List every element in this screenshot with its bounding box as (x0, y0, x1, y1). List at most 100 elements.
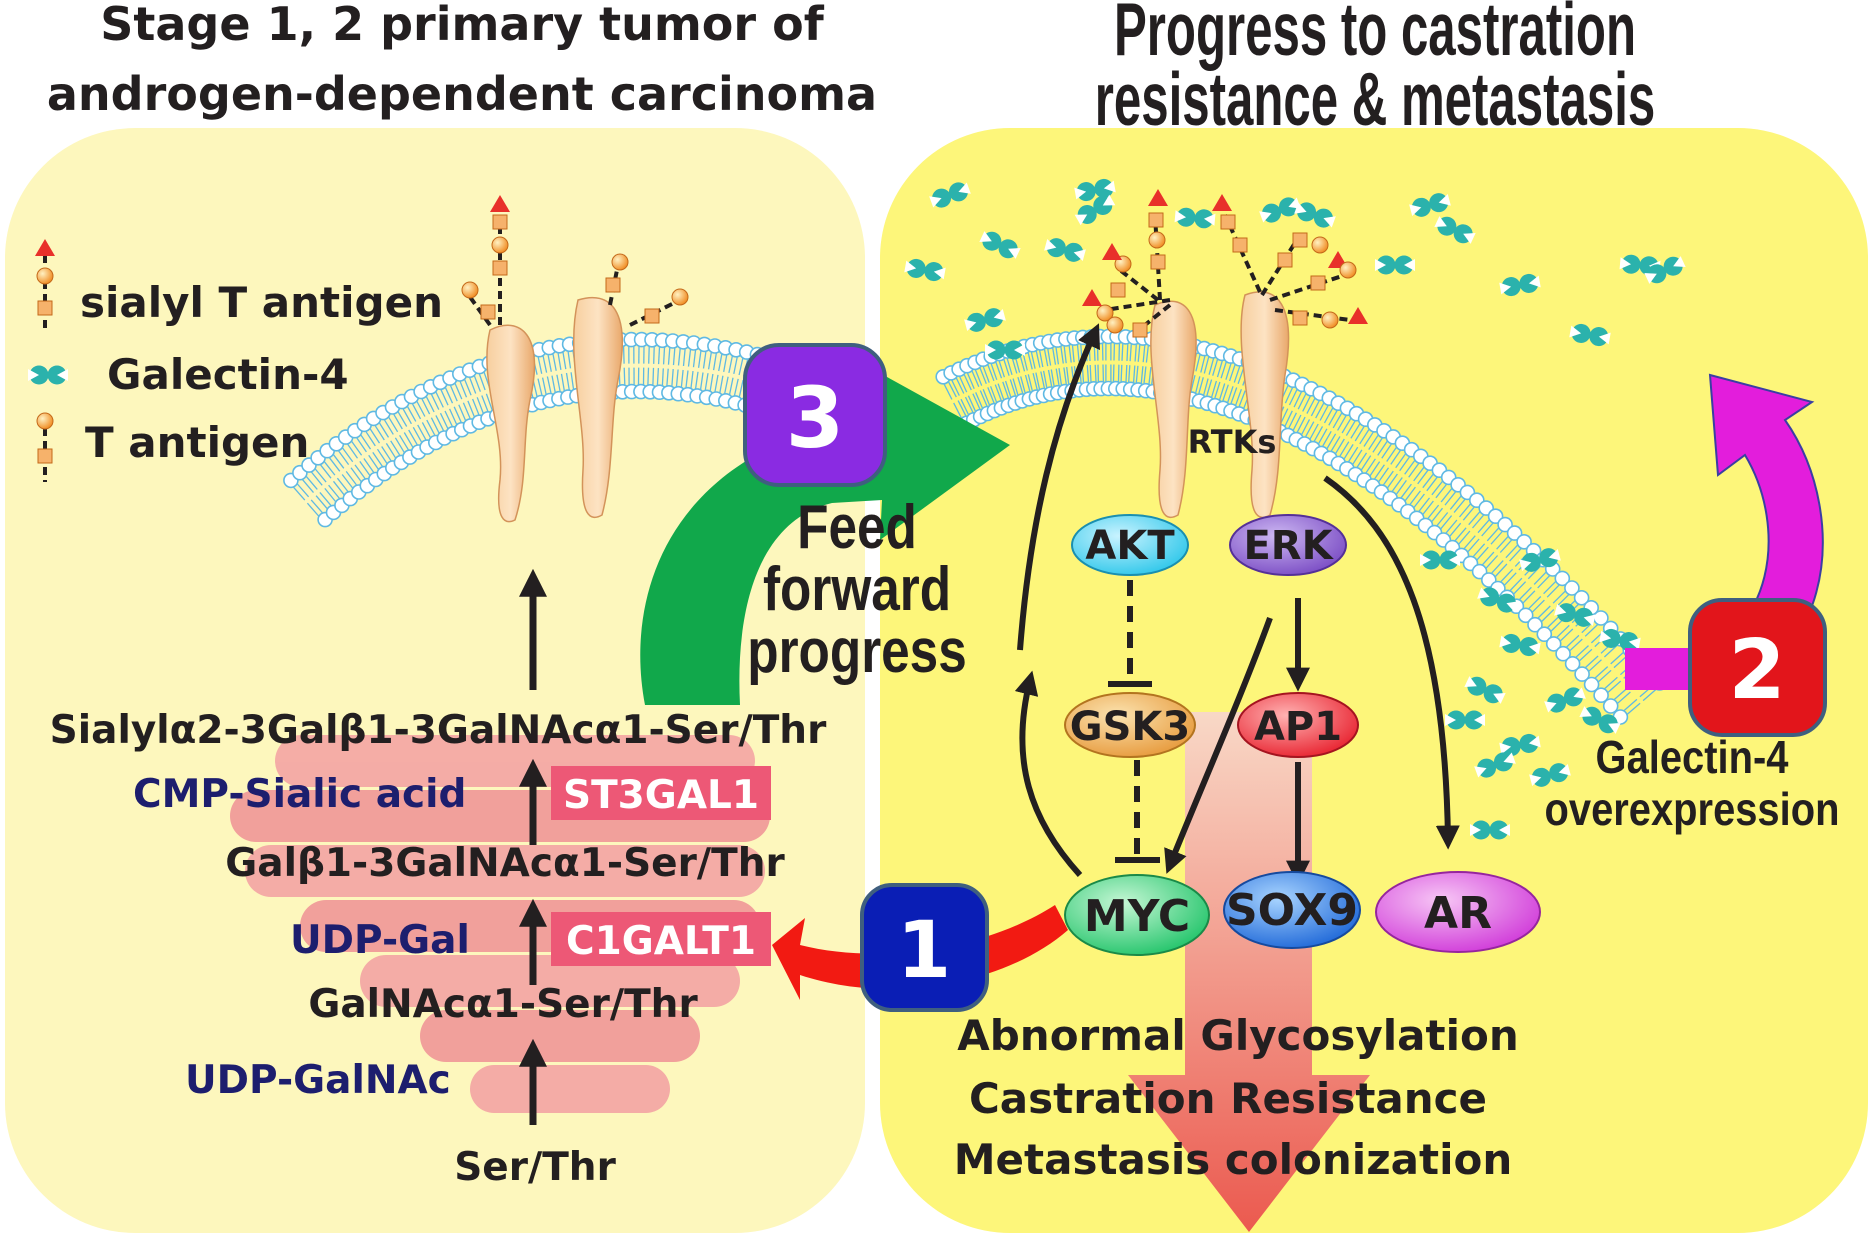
lipid-tail (1315, 402, 1325, 419)
lipid-tail (1409, 490, 1421, 505)
lipid-head (1573, 589, 1590, 606)
lipid-head (1554, 570, 1571, 587)
lipid-tail (738, 358, 744, 376)
lipid-tail (332, 454, 345, 469)
lipid-tail (1454, 527, 1467, 542)
lipid-tail (1481, 522, 1494, 537)
lipid-tail (416, 401, 426, 417)
lipid-tail (975, 392, 983, 409)
node-gsk3-label: GSK3 (1070, 704, 1190, 750)
lipid-tail (1395, 480, 1407, 495)
lipid-tail (473, 375, 482, 392)
lipid-tail (1604, 676, 1618, 690)
lipid-tail (1444, 491, 1457, 506)
lipid-tail (1594, 666, 1609, 679)
lipid-tail (1537, 575, 1551, 589)
lipid-tail (1449, 522, 1462, 537)
lipid-tail (1391, 477, 1403, 492)
lipid-tail (1352, 449, 1363, 465)
node-akt-label: AKT (1085, 523, 1175, 569)
lipid-tail (1537, 605, 1551, 619)
lipid-tail (1198, 377, 1204, 394)
lipid-tail (1477, 519, 1490, 534)
lipid-tail (963, 374, 972, 391)
lipid-tail (1121, 343, 1124, 361)
lipid-tail (476, 397, 484, 414)
lipid-tail (552, 353, 557, 371)
lipid-tail (1135, 365, 1139, 383)
lipid-head (1602, 698, 1619, 714)
node-erk-label: ERK (1243, 523, 1334, 569)
lipid-tail (1566, 634, 1580, 648)
lipid-tail (1128, 365, 1131, 383)
lipid-tail (1330, 436, 1341, 452)
lipid-tail (1613, 655, 1628, 669)
lipid-tail (1066, 367, 1070, 385)
lipid-tail (998, 360, 1006, 378)
outcome-arrow (1128, 712, 1370, 1232)
lipid-tail (1022, 353, 1028, 371)
node-erk: ERK (1229, 514, 1347, 576)
lipid-tail (556, 374, 561, 392)
node-gsk3: GSK3 (1064, 692, 1196, 758)
lipid-tail (1509, 548, 1522, 562)
lipid-tail (1063, 367, 1067, 385)
lipid-tail (1513, 581, 1527, 595)
lipid-tail (1322, 430, 1332, 447)
node-ap1-label: AP1 (1254, 704, 1342, 750)
lipid-tail (1491, 560, 1504, 574)
lipid-tail (647, 367, 650, 385)
lipid-tail (662, 347, 666, 365)
lipid-tail (408, 429, 418, 446)
lipid-tail (1560, 628, 1574, 642)
lipid-tail (1326, 433, 1337, 449)
lipid-tail (1042, 370, 1048, 388)
lipid-tail (1292, 414, 1302, 431)
lipid-tail (1496, 536, 1509, 550)
lipid-tail (712, 353, 717, 371)
lipid-tail (1588, 659, 1602, 672)
lipid-head (1536, 626, 1553, 643)
lipid-tail (1404, 460, 1416, 475)
lipid-tail (1617, 691, 1631, 704)
lipid-tail (372, 452, 383, 467)
lipid-tail (652, 367, 655, 385)
lipid-tail (699, 372, 704, 390)
lipid-tail (1313, 426, 1324, 442)
feed-forward-line1: Feed (797, 492, 917, 562)
lipid-tail (360, 434, 372, 450)
lipid-tail (1120, 364, 1123, 382)
lipid-tail (421, 422, 431, 438)
lipid-tail (1350, 423, 1361, 439)
lipid-tail (537, 378, 543, 396)
legend: sialyl T antigen Galectin-4 T antigen (28, 239, 443, 482)
lipid-tail (1459, 503, 1471, 518)
lipid-tail (403, 432, 414, 448)
lipid-tail (1208, 358, 1215, 375)
lipid-tail (623, 367, 626, 385)
lipid-tail (1343, 444, 1354, 460)
lipid-tail (1509, 577, 1523, 591)
lipid-tail (1233, 366, 1241, 383)
left-title-line1: Stage 1, 2 primary tumor of (100, 0, 824, 51)
lipid-tail (449, 385, 458, 402)
lipid-tail (1467, 538, 1480, 553)
lipid-tail (1462, 506, 1475, 521)
lipid-tail (1422, 500, 1434, 515)
lipid-tail (1585, 655, 1599, 668)
lipid-tail (724, 376, 729, 394)
lipid-tail (982, 389, 991, 406)
lipid-tail (1093, 343, 1096, 361)
lipid-tail (1426, 476, 1438, 492)
lipid-tail (1339, 441, 1350, 457)
lipid-tail (1623, 698, 1638, 712)
lipid-tail (677, 348, 681, 366)
lipid-tail (1052, 347, 1057, 365)
lipid-tail (697, 350, 702, 368)
lipid-tail (1063, 346, 1067, 364)
lipid-tail (1360, 455, 1372, 471)
lipid-tail (542, 355, 548, 373)
lipid-tail (1485, 555, 1499, 569)
lipid-tail (1214, 381, 1221, 399)
